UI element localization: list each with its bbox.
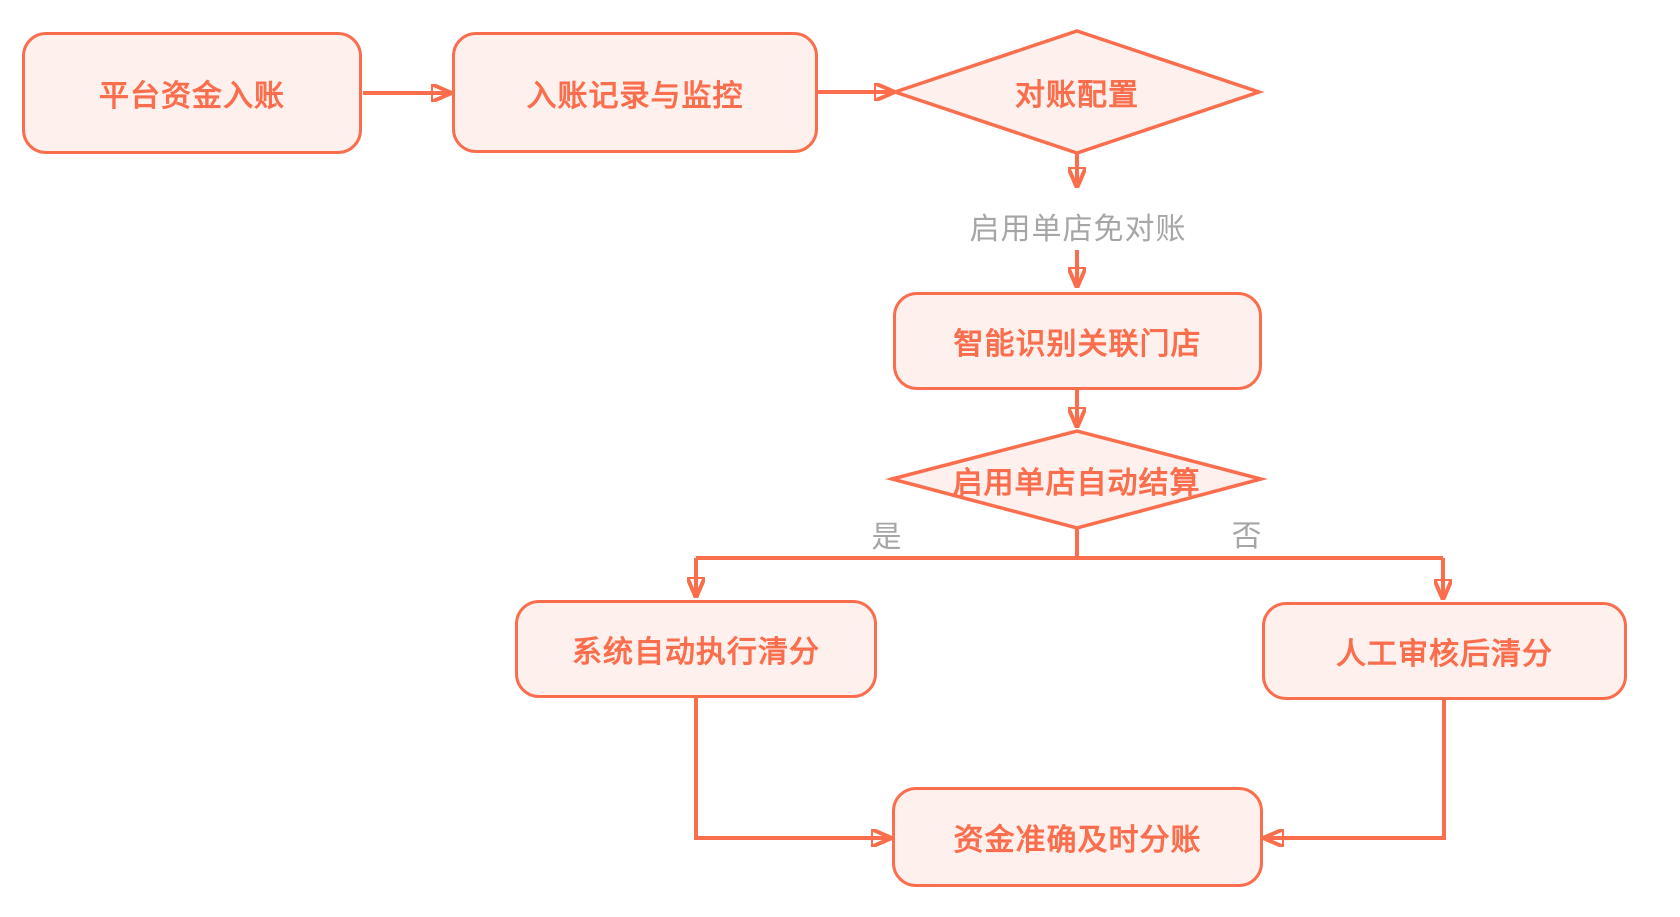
node-auto-clearing: 系统自动执行清分 [515,600,877,698]
node-manual-clearing: 人工审核后清分 [1262,602,1627,700]
node-manual-clearing-label: 人工审核后清分 [1336,638,1553,671]
edge-label-no: 否 [1231,520,1263,553]
node-entry-monitor-label: 入账记录与监控 [526,79,744,113]
edge-auto-clearing-to-final [694,698,890,838]
edge-label-single-store-no-reconcile: 启用单店免对账 [969,213,1187,246]
node-auto-clearing-label: 系统自动执行清分 [572,636,820,669]
node-platform-entry-label: 平台资金入账 [99,80,285,113]
node-identify-store: 智能识别关联门店 [893,292,1262,390]
node-identify-store-label: 智能识别关联门店 [953,328,1202,361]
diamond-reconcile-config [889,29,1265,155]
node-entry-monitor: 入账记录与监控 [452,32,818,153]
node-final-split: 资金准确及时分账 [892,787,1263,887]
edge-label-yes: 是 [871,521,903,554]
node-final-split-label: 资金准确及时分账 [953,824,1202,857]
node-platform-entry: 平台资金入账 [22,32,362,154]
edge-manual-clearing-to-final [1265,700,1446,838]
diamond-auto-settle [885,429,1268,530]
